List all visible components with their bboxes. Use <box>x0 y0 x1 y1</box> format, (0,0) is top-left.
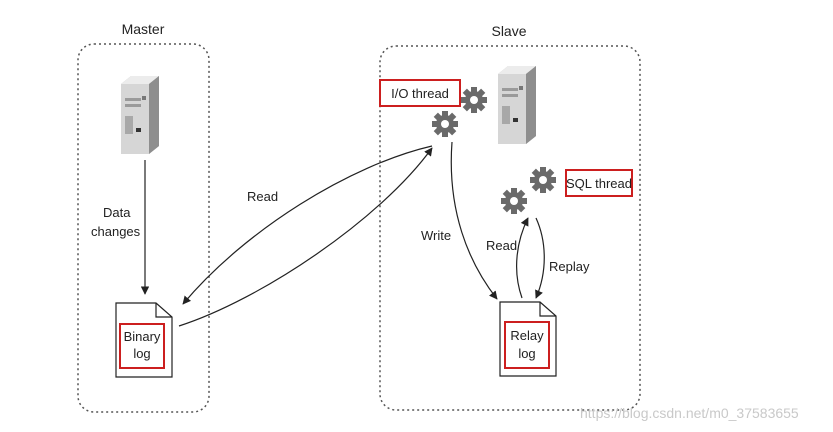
relay-log-label-2: log <box>518 346 535 361</box>
slave-server-icon <box>498 66 536 144</box>
slave-read-arrow <box>516 217 529 299</box>
io-thread-box <box>379 79 461 107</box>
master-read-label: Read <box>247 189 278 204</box>
sql-gear-icon-2 <box>501 188 527 214</box>
write-label: Write <box>421 228 451 243</box>
replay-label: Replay <box>549 259 590 274</box>
slave-panel: Slave I/O thread SQL thread Relay log Wr… <box>379 23 641 411</box>
master-server-icon <box>121 76 159 154</box>
io-thread-label: I/O thread <box>391 86 449 101</box>
relay-log-highlight <box>504 321 550 369</box>
data-changes-label-2: changes <box>91 224 141 239</box>
binary-log-label-2: log <box>133 346 150 361</box>
replay-arrow <box>535 217 545 299</box>
io-gear-icon-2 <box>432 111 458 137</box>
io-gear-icon-1 <box>461 87 487 113</box>
binlog-transfer-arrow <box>178 147 433 327</box>
sql-thread-box <box>565 169 633 197</box>
data-changes-label-1: Data <box>103 205 131 220</box>
master-title: Master <box>122 21 165 37</box>
master-panel: Master Data changes Binary log <box>77 21 210 413</box>
sql-gear-icon-1 <box>530 167 556 193</box>
io-read-request-arrow <box>182 145 433 305</box>
binary-log-highlight <box>119 323 165 369</box>
write-arrow <box>450 141 498 300</box>
slave-title: Slave <box>491 23 526 39</box>
binary-log-label-1: Binary <box>124 329 161 344</box>
relay-log-label-1: Relay <box>510 328 544 343</box>
sql-thread-label: SQL thread <box>566 176 632 191</box>
slave-read-label: Read <box>486 238 517 253</box>
watermark: https://blog.csdn.net/m0_37583655 <box>580 405 799 421</box>
